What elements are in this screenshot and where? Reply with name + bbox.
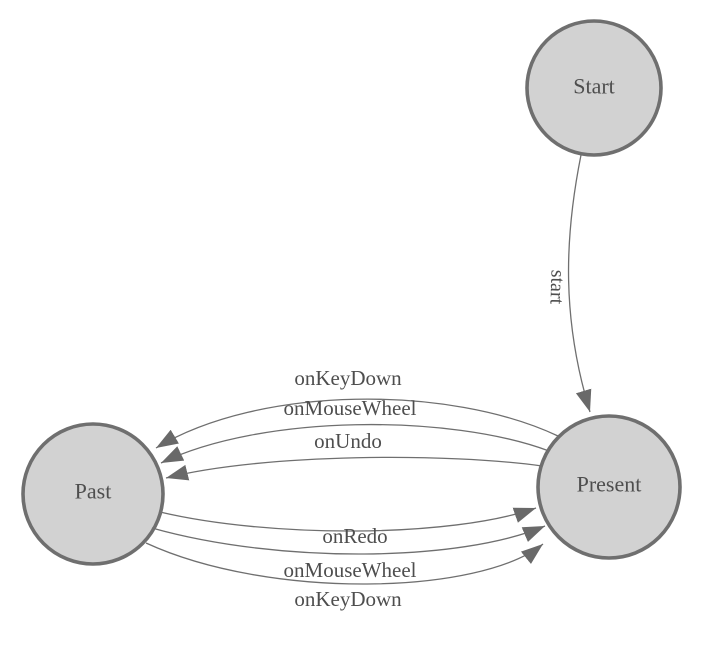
state-nodes: Start Past Present [21, 19, 682, 566]
state-node-start[interactable]: Start [525, 19, 663, 157]
edge-past-to-present-keydown: onKeyDown [145, 542, 544, 611]
edge-label-onmousewheel-bottom: onMouseWheel [284, 558, 417, 582]
edge-present-to-past-undo-path[interactable] [165, 456, 543, 481]
edge-label-onkeydown-top: onKeyDown [294, 366, 402, 390]
edge-present-to-past-mousewheel: onMouseWheel [160, 396, 550, 464]
edge-label-onundo: onUndo [314, 429, 382, 453]
edge-past-to-present-redo-path[interactable] [159, 507, 537, 532]
transition-edges: start onKeyDown onMouseWheel onUndo onRe… [145, 154, 592, 611]
edge-start-to-present-path[interactable] [567, 154, 592, 413]
edge-label-onkeydown-bottom: onKeyDown [294, 587, 402, 611]
edge-past-to-present-mousewheel-path[interactable] [151, 525, 546, 555]
state-node-present-circle[interactable] [536, 414, 682, 560]
edge-start-to-present: start [545, 154, 592, 413]
edge-past-to-present-keydown-path[interactable] [145, 542, 544, 585]
edge-present-to-past-keydown: onKeyDown [155, 366, 559, 449]
edge-past-to-present-mousewheel: onMouseWheel [151, 525, 546, 582]
state-node-past[interactable]: Past [21, 422, 165, 566]
edge-present-to-past-undo: onUndo [165, 429, 543, 481]
edge-present-to-past-keydown-path[interactable] [155, 398, 559, 449]
edge-label-onmousewheel-top: onMouseWheel [284, 396, 417, 420]
state-node-past-circle[interactable] [21, 422, 165, 566]
edge-present-to-past-mousewheel-path[interactable] [160, 423, 550, 464]
edge-past-to-present-redo: onRedo [159, 507, 537, 548]
edge-label-onredo: onRedo [322, 524, 387, 548]
state-node-start-circle[interactable] [525, 19, 663, 157]
edge-label-start: start [545, 269, 568, 305]
state-node-present[interactable]: Present [536, 414, 682, 560]
